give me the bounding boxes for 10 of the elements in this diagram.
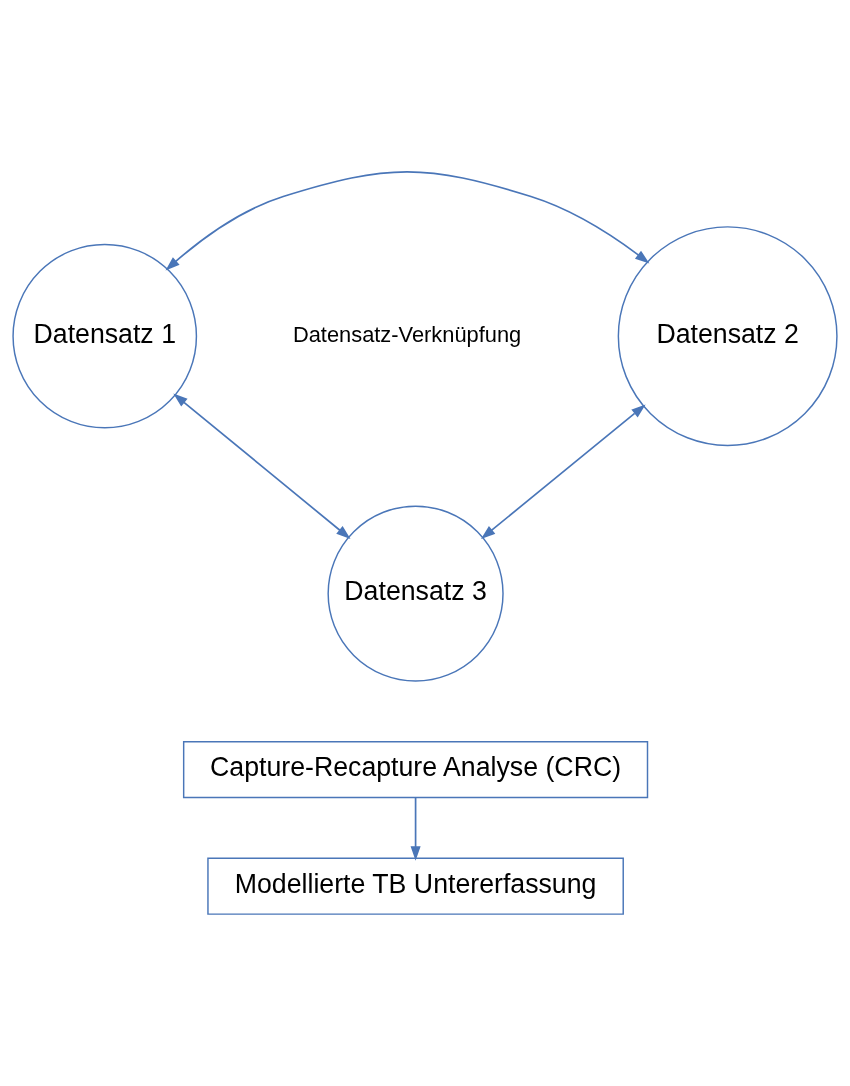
node-box: Capture-Recapture Analyse (CRC): [182, 741, 649, 799]
arrow: [410, 797, 421, 861]
arrow: [481, 404, 646, 539]
label: Datensatz-Verknüpfung: [292, 321, 522, 347]
arrow: [165, 171, 650, 271]
node-circle: Datensatz 3: [327, 505, 504, 682]
node-box: Modellierte TB Untererfassung: [207, 857, 624, 915]
node-circle: Datensatz 1: [12, 243, 198, 429]
arrow: [173, 393, 351, 539]
node-circle: Datensatz 2: [617, 226, 838, 447]
